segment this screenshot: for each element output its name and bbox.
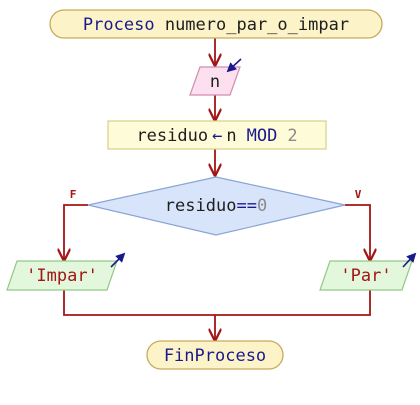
- decision-constant: 0: [257, 196, 267, 216]
- connector-true-branch: [345, 204, 370, 260]
- true-branch-label: V: [355, 188, 362, 201]
- input-arrow-icon: [226, 58, 242, 73]
- decision-node-text: residuo==0: [165, 196, 267, 216]
- process-name: numero_par_o_impar: [165, 15, 349, 35]
- assign-target: residuo: [136, 126, 208, 146]
- end-terminal-shape: [146, 340, 284, 370]
- read-variable: n: [210, 72, 220, 92]
- assign-node-text: residuo←n MOD 2: [136, 126, 297, 146]
- output-arrow-icon: [110, 252, 126, 268]
- decision-node-shape: [87, 176, 346, 236]
- assign-node-shape: [107, 120, 327, 150]
- start-terminal-text: Proceso numero_par_o_impar: [83, 15, 349, 35]
- read-node: n: [189, 58, 242, 96]
- output-arrow-icon: [402, 252, 417, 268]
- start-terminal: Proceso numero_par_o_impar: [49, 9, 383, 39]
- end-keyword: FinProceso: [164, 346, 266, 366]
- decision-node: residuo==0 F V: [70, 176, 362, 236]
- assign-constant: 2: [287, 126, 297, 146]
- connector-par-to-merge: [215, 290, 371, 316]
- output-node-par: 'Par': [319, 252, 417, 291]
- decision-operator: ==: [236, 196, 256, 216]
- assign-operator: MOD: [247, 126, 278, 146]
- output-impar-shape: [6, 260, 118, 291]
- assign-operand: n: [226, 126, 236, 146]
- connectors: [64, 38, 370, 340]
- end-terminal: FinProceso: [146, 340, 284, 370]
- false-branch-label: F: [70, 188, 77, 201]
- output-impar-text: 'Impar': [26, 266, 98, 286]
- output-par-shape: [319, 260, 413, 291]
- connector-impar-to-merge: [63, 290, 215, 316]
- output-par-text: 'Par': [340, 266, 391, 286]
- assign-arrow: ←: [212, 126, 222, 146]
- start-keyword: Proceso: [83, 15, 155, 35]
- assign-node: residuo←n MOD 2: [107, 120, 327, 150]
- output-node-impar: 'Impar': [6, 252, 126, 291]
- start-terminal-shape: [49, 9, 383, 39]
- decision-variable: residuo: [165, 196, 237, 216]
- connector-false-branch: [64, 204, 88, 260]
